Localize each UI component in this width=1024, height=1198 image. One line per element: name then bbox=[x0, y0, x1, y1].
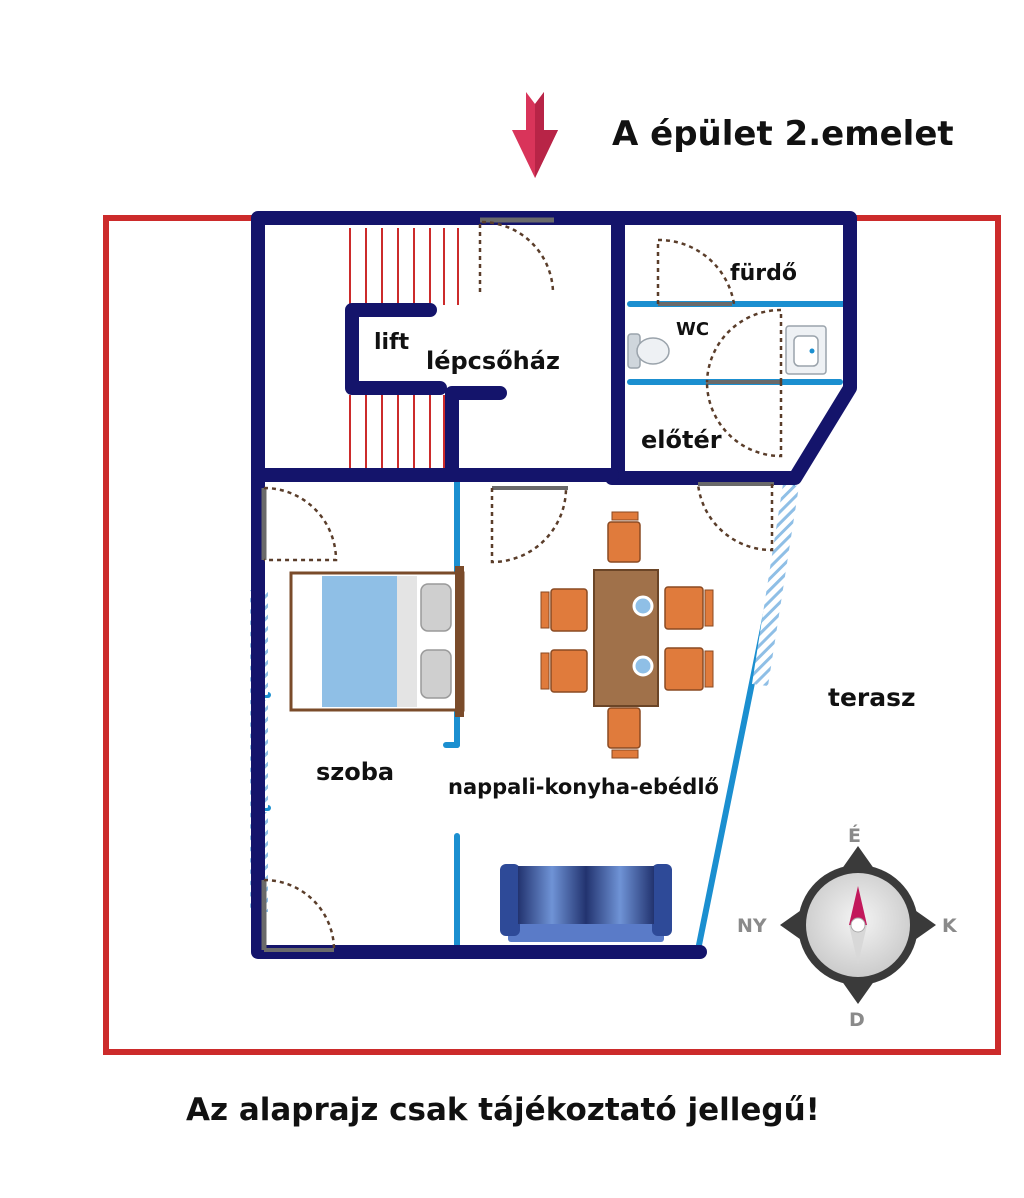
sofa-icon bbox=[500, 864, 672, 942]
bathroom-door bbox=[656, 238, 736, 306]
wc-door bbox=[705, 308, 783, 458]
hall-living-door-left bbox=[490, 486, 568, 564]
chair-icon bbox=[607, 707, 641, 759]
staircase bbox=[349, 228, 459, 470]
label-living: nappali-konyha-ebédlő bbox=[448, 775, 719, 799]
dining-table-icon bbox=[540, 511, 714, 759]
page-title: A épület 2.emelet bbox=[612, 114, 954, 154]
chair-icon bbox=[664, 586, 714, 630]
chair-icon bbox=[664, 647, 714, 691]
bedroom-door bbox=[261, 486, 338, 562]
stairwell-door bbox=[478, 217, 555, 293]
label-terrace: terasz bbox=[828, 683, 916, 712]
label-stairwell: lépcsőház bbox=[426, 347, 560, 375]
compass-west-label: NY bbox=[737, 915, 767, 937]
compass-south-label: D bbox=[849, 1009, 865, 1031]
hall-living-door-right bbox=[696, 482, 774, 552]
label-lift: lift bbox=[374, 330, 410, 355]
label-bedroom: szoba bbox=[316, 758, 394, 786]
compass-north-label: É bbox=[848, 824, 861, 847]
chair-icon bbox=[607, 511, 641, 563]
label-bathroom: fürdő bbox=[730, 261, 797, 286]
sink-icon bbox=[785, 325, 827, 375]
compass-east-label: K bbox=[942, 915, 958, 937]
balcony-door bbox=[261, 878, 336, 952]
entrance-arrow-icon bbox=[512, 92, 558, 178]
bed-icon bbox=[289, 566, 465, 717]
label-wc: WC bbox=[676, 319, 709, 340]
toilet-icon bbox=[627, 333, 670, 369]
compass-icon bbox=[780, 846, 936, 1004]
disclaimer-text: Az alaprajz csak tájékoztató jellegű! bbox=[186, 1092, 820, 1128]
chair-icon bbox=[540, 588, 588, 632]
label-hall: előtér bbox=[641, 426, 722, 454]
doors bbox=[261, 217, 783, 952]
chair-icon bbox=[540, 649, 588, 693]
